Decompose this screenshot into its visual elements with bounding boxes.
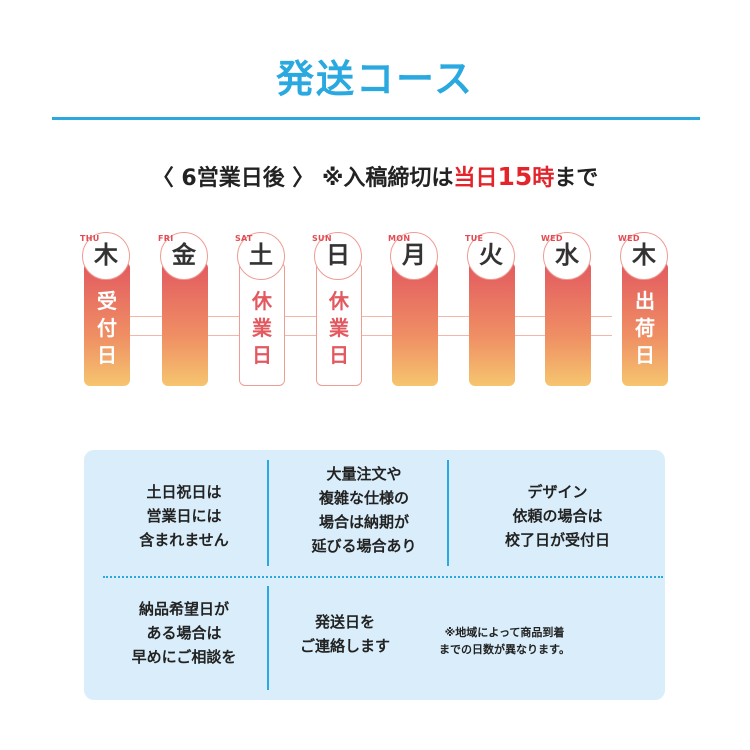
- deadline-hour: 15: [497, 162, 533, 191]
- info-cell-line: デザイン: [527, 483, 588, 501]
- info-cell-line: 大量注文や: [326, 465, 402, 483]
- info-cell-line: ある場合は: [146, 624, 222, 642]
- day-of-week: MON: [388, 234, 411, 243]
- day-kanji: 土: [237, 232, 285, 280]
- info-cell-line: 延びる場合あり: [311, 537, 417, 555]
- day-kanji: 月: [390, 232, 438, 280]
- info-cell-line: 土日祝日は: [146, 483, 222, 501]
- info-cell: デザイン依頼の場合は校了日が受付日: [460, 480, 655, 552]
- info-cell-line: 含まれません: [139, 531, 229, 549]
- info-cell-line: 早めにご相談を: [131, 648, 237, 666]
- day-label: 休業日: [252, 289, 272, 367]
- info-cell-line: 依頼の場合は: [512, 507, 603, 525]
- deadline-day: 当日: [453, 166, 498, 191]
- info-cell-line: 校了日が受付日: [504, 531, 610, 549]
- day-of-week: WED: [541, 234, 563, 243]
- day-bar: [469, 262, 515, 386]
- info-divider-vertical: [447, 460, 449, 566]
- info-cell-line: 複雑な仕様の: [318, 489, 409, 507]
- day-bar: [545, 262, 591, 386]
- info-divider-vertical: [267, 460, 269, 566]
- day-of-week: SAT: [235, 234, 253, 243]
- info-cell-line: 営業日には: [146, 507, 222, 525]
- subtitle-prefix: 〈 6営業日後 〉 ※入稿締切は: [151, 166, 454, 191]
- day-kanji: 日: [314, 232, 362, 280]
- day-kanji: 金: [160, 232, 208, 280]
- subtitle-suffix: まで: [554, 166, 599, 191]
- deadline-time-suffix: 時: [532, 166, 555, 191]
- day-label: 受付日: [97, 289, 117, 367]
- info-divider-vertical: [267, 586, 269, 690]
- day-kanji: 火: [467, 232, 515, 280]
- day-bar: [162, 262, 208, 386]
- day-bar: [622, 262, 668, 386]
- delivery-note-line: までの日数が異なります。: [439, 643, 570, 656]
- info-panel: [84, 450, 665, 700]
- info-cell: 納品希望日がある場合は早めにご相談を: [104, 597, 264, 669]
- title-divider: [52, 117, 700, 120]
- day-label: 出荷日: [635, 289, 655, 367]
- info-divider-horizontal: [103, 576, 663, 578]
- info-cell: 発送日をご連絡します: [280, 610, 410, 658]
- info-cell-line: 納品希望日が: [138, 600, 229, 618]
- delivery-note: ※地域によって商品到着までの日数が異なります。: [412, 624, 597, 658]
- delivery-note-line: ※地域によって商品到着: [444, 626, 565, 639]
- day-of-week: THU: [80, 234, 100, 243]
- day-kanji: 木: [82, 232, 130, 280]
- page-title: 発送コース: [275, 57, 475, 101]
- info-cell-line: 場合は納期が: [318, 513, 409, 531]
- day-bar: [392, 262, 438, 386]
- info-cell-line: 発送日を: [314, 613, 375, 631]
- day-of-week: TUE: [465, 234, 484, 243]
- day-bar: [316, 262, 362, 386]
- day-of-week: SUN: [312, 234, 332, 243]
- deadline-subtitle: 〈 6営業日後 〉 ※入稿締切は当日15時まで: [0, 160, 750, 192]
- day-bar: [239, 262, 285, 386]
- day-label: 休業日: [329, 289, 349, 367]
- info-cell-line: ご連絡します: [299, 637, 390, 655]
- day-kanji: 水: [543, 232, 591, 280]
- day-bar: [84, 262, 130, 386]
- info-cell: 大量注文や複雑な仕様の場合は納期が延びる場合あり: [284, 462, 444, 558]
- day-of-week: WED: [618, 234, 640, 243]
- day-kanji: 木: [620, 232, 668, 280]
- day-of-week: FRI: [158, 234, 174, 243]
- info-cell: 土日祝日は営業日には含まれません: [104, 480, 264, 552]
